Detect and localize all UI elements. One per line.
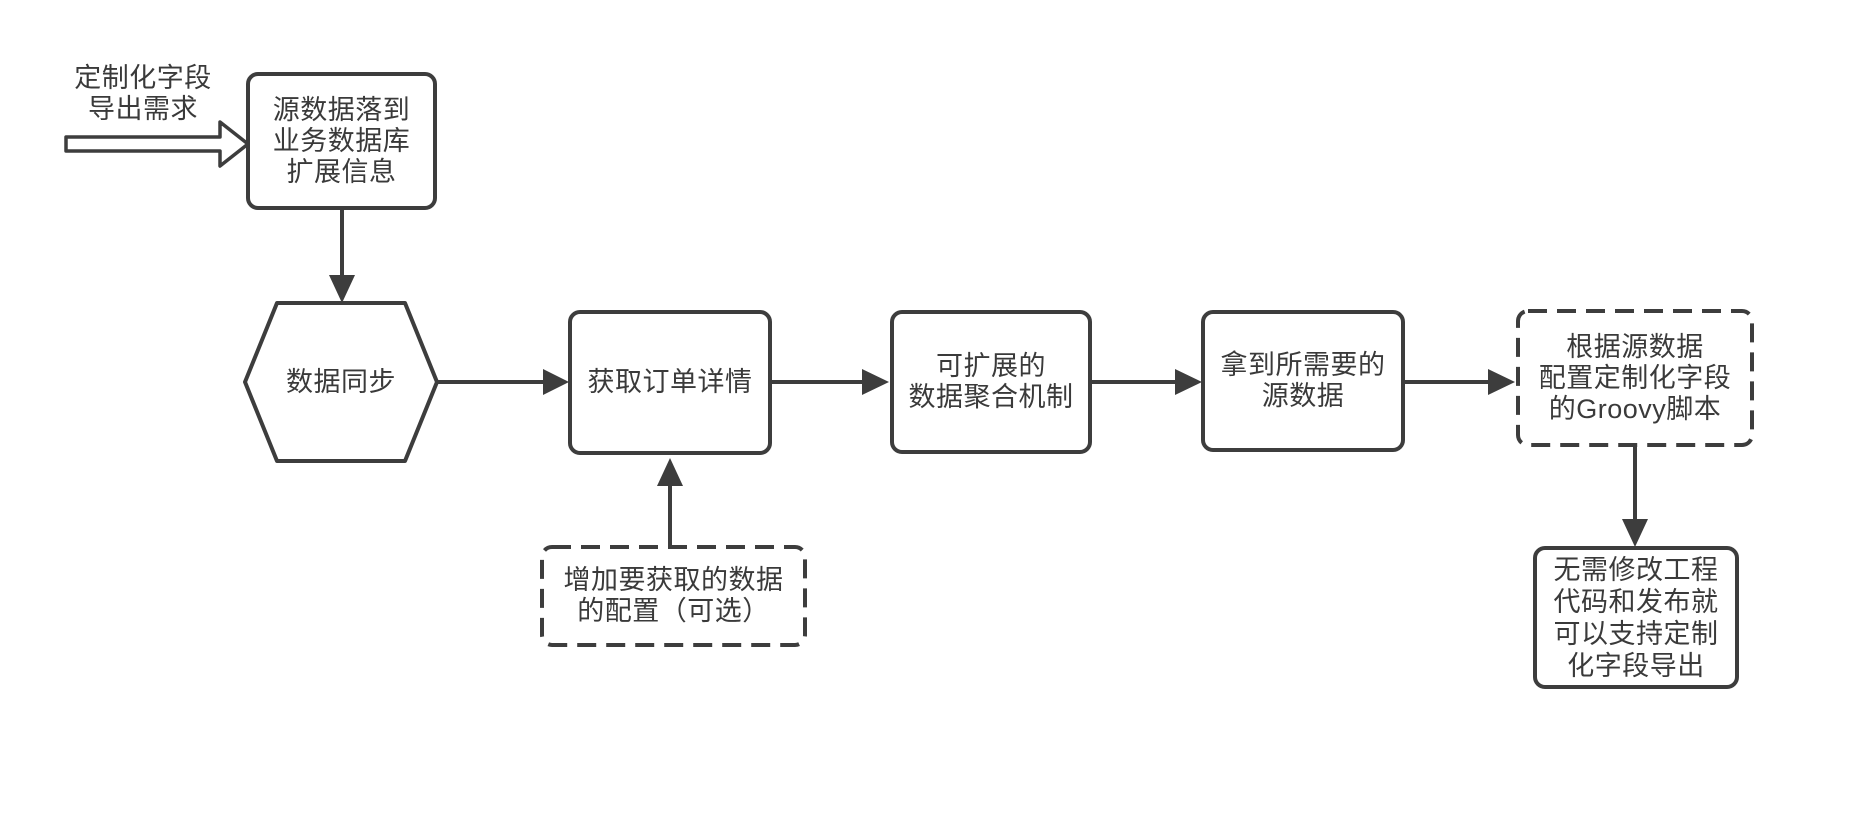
arrow-source-to-sync-icon [329,208,355,303]
text-line: 定制化字段 [74,63,212,93]
text-line: 扩展信息 [286,156,397,187]
arrow-groovy-to-result-icon [1622,445,1648,547]
node-result-label: 无需修改工程 代码和发布就 可以支持定制 化字段导出 [1535,548,1737,687]
text-line: 代码和发布就 [1553,586,1719,617]
text-line: 可扩展的 [936,351,1046,381]
text-line: 增加要获取的数据 [563,565,784,595]
requirement-label: 定制化字段 导出需求 [55,62,231,126]
text-line: 根据源数据 [1566,331,1704,362]
node-config-label: 增加要获取的数据 的配置（可选） [542,547,805,645]
text-line: 数据同步 [286,366,396,397]
text-line: 拿到所需要的 [1220,350,1386,380]
text-line: 导出需求 [88,94,198,124]
text-line: 的Groovy脚本 [1548,393,1722,424]
node-groovy-label: 根据源数据 配置定制化字段 的Groovy脚本 [1518,311,1752,445]
text-line: 业务数据库 [272,125,411,156]
text-line: 源数据 [1261,381,1345,411]
text-line: 数据聚合机制 [908,382,1074,412]
text-line: 的配置（可选） [577,596,770,626]
node-aggregation-label: 可扩展的 数据聚合机制 [892,312,1090,452]
requirement-block-arrow-icon [64,120,250,168]
node-obtained-label: 拿到所需要的 源数据 [1203,312,1403,450]
arrow-config-to-order-icon [657,458,683,547]
text-line: 无需修改工程 [1553,554,1719,585]
arrow-obtained-to-groovy-icon [1403,369,1515,395]
arrow-order-to-aggregation-icon [770,369,889,395]
text-line: 获取订单详情 [587,367,753,397]
node-result-shape [1533,546,1739,689]
text-line: 配置定制化字段 [1538,362,1732,393]
node-source-data-label: 源数据落到 业务数据库 扩展信息 [248,74,435,208]
text-line: 化字段导出 [1567,650,1705,681]
text-line: 源数据落到 [272,94,411,125]
arrow-aggregation-to-obtained-icon [1090,369,1202,395]
arrow-sync-to-order-icon [437,369,569,395]
node-get-order-label: 获取订单详情 [570,312,770,453]
node-config-shape [540,545,807,647]
node-data-sync-label: 数据同步 [245,303,437,461]
text-line: 可以支持定制 [1553,618,1719,649]
